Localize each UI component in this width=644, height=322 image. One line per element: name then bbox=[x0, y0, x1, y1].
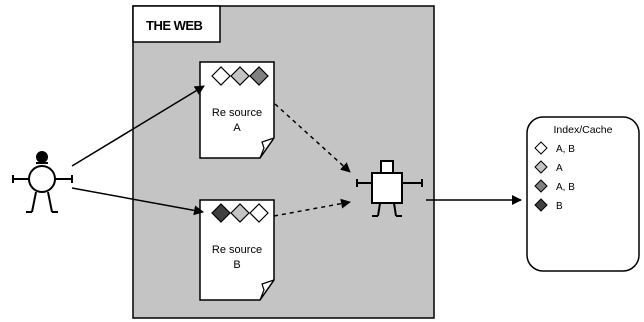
index-cache-panel: Index/Cache A, B A A, B B bbox=[526, 116, 640, 272]
diamond-icon bbox=[534, 179, 548, 193]
index-entry-text: A bbox=[556, 163, 563, 174]
crawler-robot-icon bbox=[356, 160, 423, 217]
resource-a-letter: A bbox=[233, 122, 241, 134]
diamond-icon bbox=[534, 198, 548, 212]
document-fold bbox=[259, 137, 275, 159]
index-entry-1: A, B bbox=[534, 141, 575, 155]
arrows bbox=[71, 85, 522, 217]
index-entry-3: A, B bbox=[534, 179, 575, 193]
index-entry-text: A, B bbox=[556, 182, 575, 193]
arrow-icon bbox=[71, 187, 204, 216]
index-cache-box bbox=[526, 116, 640, 272]
diamond-icon bbox=[249, 66, 269, 86]
index-entry-text: B bbox=[556, 201, 563, 212]
arrow-icon bbox=[273, 198, 351, 217]
diamond-icon bbox=[211, 66, 231, 86]
index-entry-4: B bbox=[534, 198, 563, 212]
diamond-icon bbox=[534, 160, 548, 174]
user-figure-icon bbox=[12, 151, 73, 213]
web-title-box bbox=[132, 5, 221, 43]
resource-a-label: Re source bbox=[212, 107, 262, 119]
document-icon bbox=[199, 199, 275, 301]
diamond-icon bbox=[534, 141, 548, 155]
resource-b-label: Re source bbox=[212, 244, 262, 256]
index-entry-2: A bbox=[534, 160, 563, 174]
resource-a: Re source A bbox=[199, 61, 275, 159]
document-icon bbox=[199, 61, 275, 159]
resource-b: Re source B bbox=[199, 199, 275, 301]
diamond-icon bbox=[249, 203, 269, 223]
arrow-icon bbox=[274, 103, 351, 173]
diamond-icon bbox=[211, 203, 231, 223]
document-fold bbox=[259, 279, 275, 301]
diamond-icon bbox=[230, 66, 250, 86]
diamond-icon bbox=[230, 203, 250, 223]
arrow-icon bbox=[71, 85, 205, 167]
index-cache-title: Index/Cache bbox=[554, 124, 613, 136]
index-entry-text: A, B bbox=[556, 144, 575, 155]
web-title: THE WEB bbox=[146, 18, 203, 33]
resource-b-letter: B bbox=[233, 259, 240, 271]
